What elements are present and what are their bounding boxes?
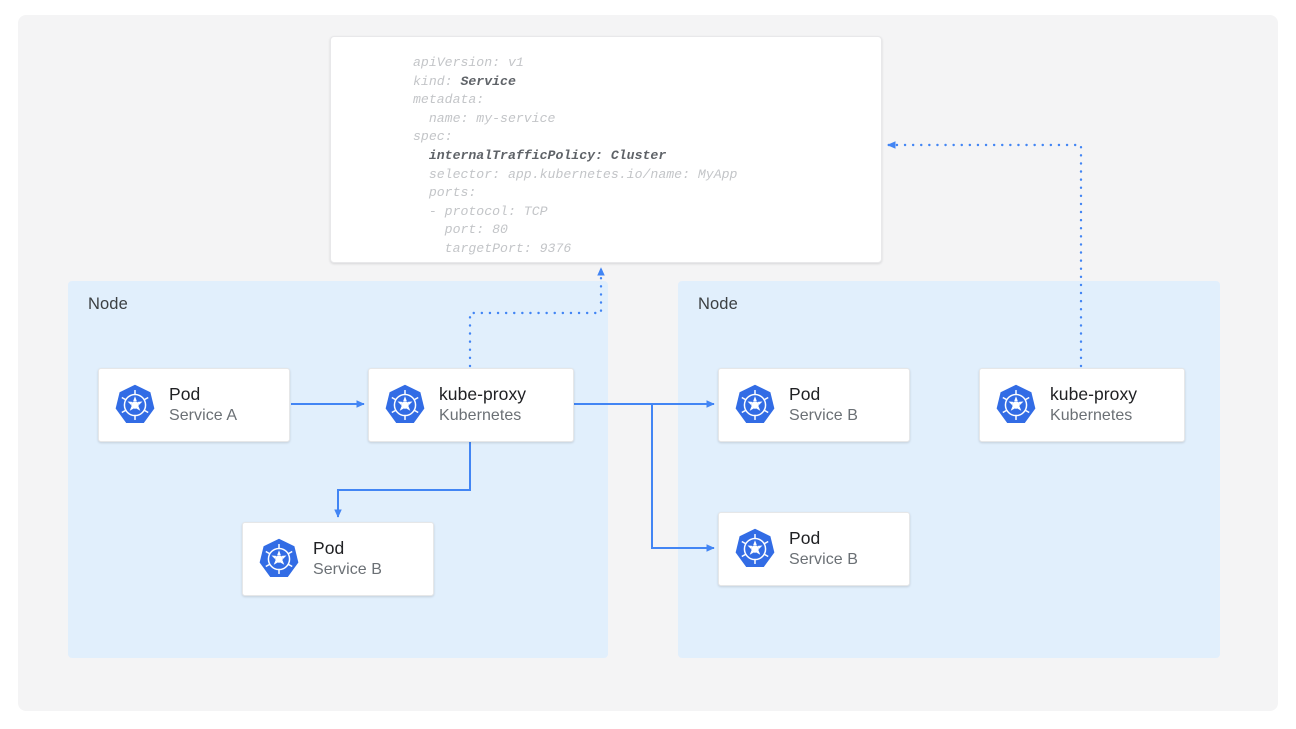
node-left-label: Node bbox=[88, 295, 128, 313]
card-subtitle: Service B bbox=[789, 407, 858, 425]
card-subtitle: Service B bbox=[789, 551, 858, 569]
kubernetes-icon bbox=[259, 538, 299, 578]
card-pod-service-a-text: Pod Service A bbox=[169, 384, 237, 426]
kubernetes-icon bbox=[735, 528, 775, 568]
card-pod-service-b-right-top-text: Pod Service B bbox=[789, 384, 858, 426]
node-left: Node bbox=[68, 281, 608, 658]
card-pod-service-b-right-bottom[interactable]: Pod Service B bbox=[718, 512, 910, 586]
card-kube-proxy-right[interactable]: kube-proxy Kubernetes bbox=[979, 368, 1185, 442]
service-manifest-code: apiVersion: v1 kind: Service metadata: n… bbox=[413, 55, 738, 256]
service-manifest-card: apiVersion: v1 kind: Service metadata: n… bbox=[330, 36, 882, 263]
card-subtitle: Kubernetes bbox=[439, 407, 522, 425]
diagram-canvas: Node Node bbox=[18, 15, 1278, 711]
card-subtitle: Service B bbox=[313, 561, 382, 579]
card-pod-service-b-left-text: Pod Service B bbox=[313, 538, 382, 580]
card-title: kube-proxy bbox=[439, 384, 527, 405]
card-kube-proxy-left[interactable]: kube-proxy Kubernetes bbox=[368, 368, 574, 442]
card-pod-service-b-right-top[interactable]: Pod Service B bbox=[718, 368, 910, 442]
card-subtitle: Service A bbox=[169, 407, 238, 425]
card-title: Pod bbox=[313, 538, 345, 559]
node-right-label: Node bbox=[698, 295, 738, 313]
node-right: Node bbox=[678, 281, 1220, 658]
card-title: kube-proxy bbox=[1050, 384, 1138, 405]
kubernetes-icon bbox=[115, 384, 155, 424]
card-kube-proxy-right-text: kube-proxy Kubernetes bbox=[1050, 384, 1137, 426]
card-title: Pod bbox=[789, 528, 821, 549]
card-title: Pod bbox=[169, 384, 201, 405]
card-pod-service-b-right-bottom-text: Pod Service B bbox=[789, 528, 858, 570]
card-kube-proxy-left-text: kube-proxy Kubernetes bbox=[439, 384, 526, 426]
kubernetes-icon bbox=[735, 384, 775, 424]
card-pod-service-a[interactable]: Pod Service A bbox=[98, 368, 290, 442]
kubernetes-icon bbox=[996, 384, 1036, 424]
kubernetes-icon bbox=[385, 384, 425, 424]
card-pod-service-b-left[interactable]: Pod Service B bbox=[242, 522, 434, 596]
card-title: Pod bbox=[789, 384, 821, 405]
card-subtitle: Kubernetes bbox=[1050, 407, 1133, 425]
